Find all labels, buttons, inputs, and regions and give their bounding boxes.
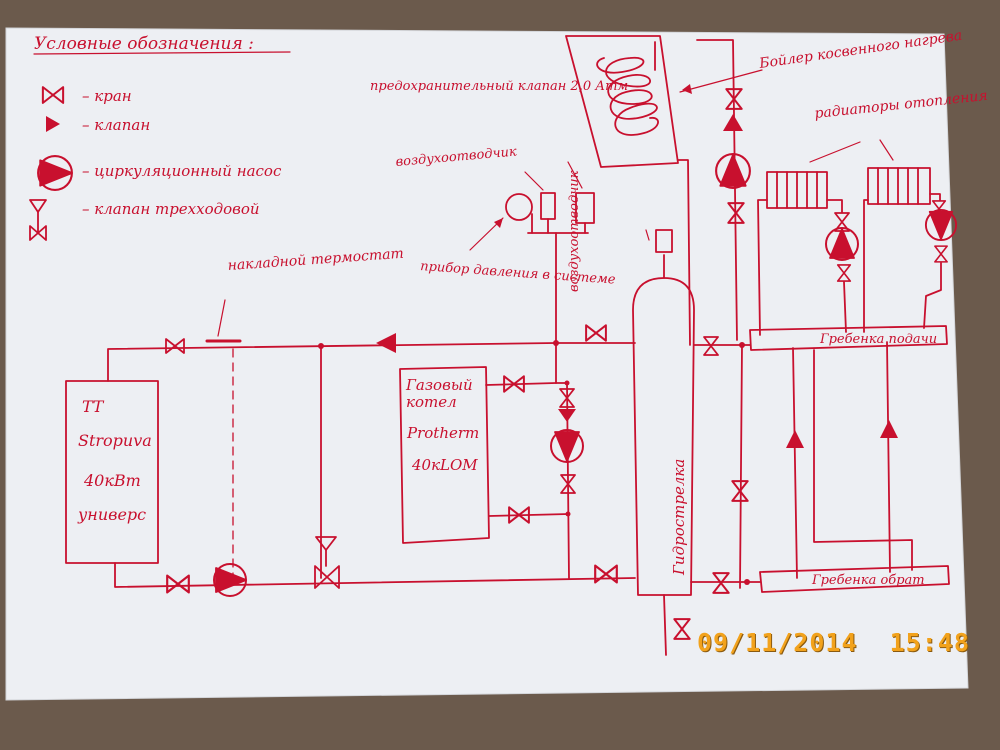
legend-check-valve-label: – клапан [82,116,150,134]
dhw-boiler-loop [677,39,751,346]
heating-circuits [786,341,913,579]
gas-boiler: Газовый котел Protherm 40кLOM [399,366,490,544]
separator-to-manifolds [690,336,761,594]
safety-valve-label: предохранительный клапан 2,0 Атм [370,79,628,94]
legend: Условные обозначения : – кран – клапан –… [29,34,291,241]
gas-boiler-piping [485,342,584,579]
tt-return-line [114,562,636,597]
hydro-separator: Гидрострелка воздухоотводчик [567,170,695,656]
date-stamp: 09/11/2014 15:48 [697,628,970,657]
tt-boiler-line4: универс [77,505,146,524]
legend-pump-label: – циркуляционный насос [82,162,282,180]
pressure-gauge-icon [505,193,533,221]
gas-boiler-line2: котел [406,393,457,411]
supply-manifold: Гребенка подачи [749,325,948,351]
three-way-valve-icon [29,199,47,241]
paper-sheet [6,28,968,700]
check-valve-icon [786,430,804,448]
supply-manifold-label: Гребенка подачи [819,332,937,347]
check-valve-icon [46,116,60,132]
legend-valve-label: – кран [82,87,132,105]
hydro-separator-label: Гидрострелка [670,459,688,576]
check-valve-icon [558,409,576,422]
legend-three-way-label: – клапан трехходовой [82,200,260,218]
tt-bypass-three-way [314,345,340,589]
return-manifold-label: Гребенка обрат [811,573,925,588]
solid-fuel-boiler: ТТ Stropuva 40кВт универс [65,380,159,564]
boiler-coil [596,56,659,136]
tt-boiler-line3: 40кВт [83,471,141,490]
check-valve-icon [376,333,396,353]
check-valve-icon [880,420,898,438]
air-vent-icon [655,229,673,253]
radiator-1 [766,171,828,209]
radiator-2 [867,167,931,205]
gas-boiler-line4: 40кLOM [411,456,478,474]
gas-boiler-line3: Protherm [406,424,479,442]
tt-boiler-line2: Stropuva [78,431,152,450]
three-way-valve-icon [314,565,340,589]
tt-boiler-line1: ТТ [82,397,105,416]
return-manifold: Гребенка обрат [759,565,950,593]
air-vent-label-2: воздухоотводчик [567,170,582,292]
legend-title: Условные обозначения : [34,34,254,54]
check-valve-icon [723,114,743,131]
gas-boiler-line1: Газовый [405,376,473,394]
